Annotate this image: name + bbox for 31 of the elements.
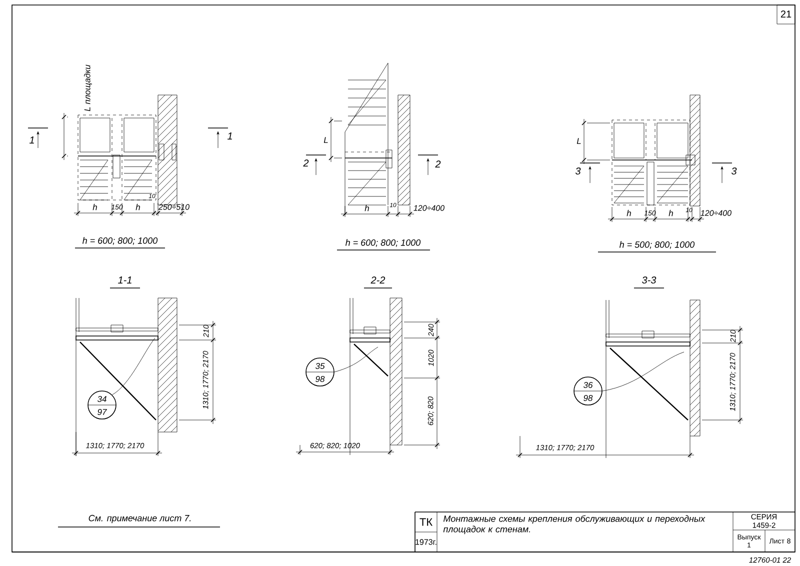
dimension-label: L [576, 138, 581, 144]
dimension-label: 120÷400 [700, 210, 732, 216]
leader-line [602, 352, 684, 392]
note: См. примечание лист 7. [88, 514, 191, 524]
caption: h = 600; 800; 1000 [346, 239, 421, 247]
caption: h = 600; 800; 1000 [82, 237, 158, 245]
dimension-label: h [626, 210, 631, 216]
section-number: 3 [575, 167, 581, 175]
title-block-cell: ТК [420, 518, 432, 526]
dimension-label: 250÷510 [158, 204, 190, 210]
leader-line [112, 338, 156, 396]
section-number: 2 [435, 160, 441, 168]
section-number: 3 [731, 167, 737, 175]
title-block-cell: 1973г. [416, 539, 436, 545]
leader-line [334, 346, 378, 372]
section-number: 2 [303, 160, 309, 166]
caption: h = 500; 800; 1000 [620, 241, 695, 249]
dimension-label: 120÷400 [414, 205, 444, 211]
dimension-label: L площадки [84, 64, 92, 112]
dimension-label: h [136, 204, 140, 210]
section-title: 3-3 [642, 276, 656, 284]
section-title: 1-1 [118, 276, 132, 284]
title-text: Монтажные схемы крепления обслуживающих и переходных площадок к стенам. [443, 515, 706, 534]
section-title: 2-2 [370, 276, 386, 284]
section-number: 1 [30, 136, 34, 144]
dimension-label: h [668, 210, 673, 216]
dimension-label: h [92, 204, 97, 210]
dimension-label: h [364, 204, 369, 212]
section-number: 1 [228, 132, 232, 140]
dimension-label: L [324, 137, 328, 143]
sheet-number: 21 [780, 10, 792, 18]
